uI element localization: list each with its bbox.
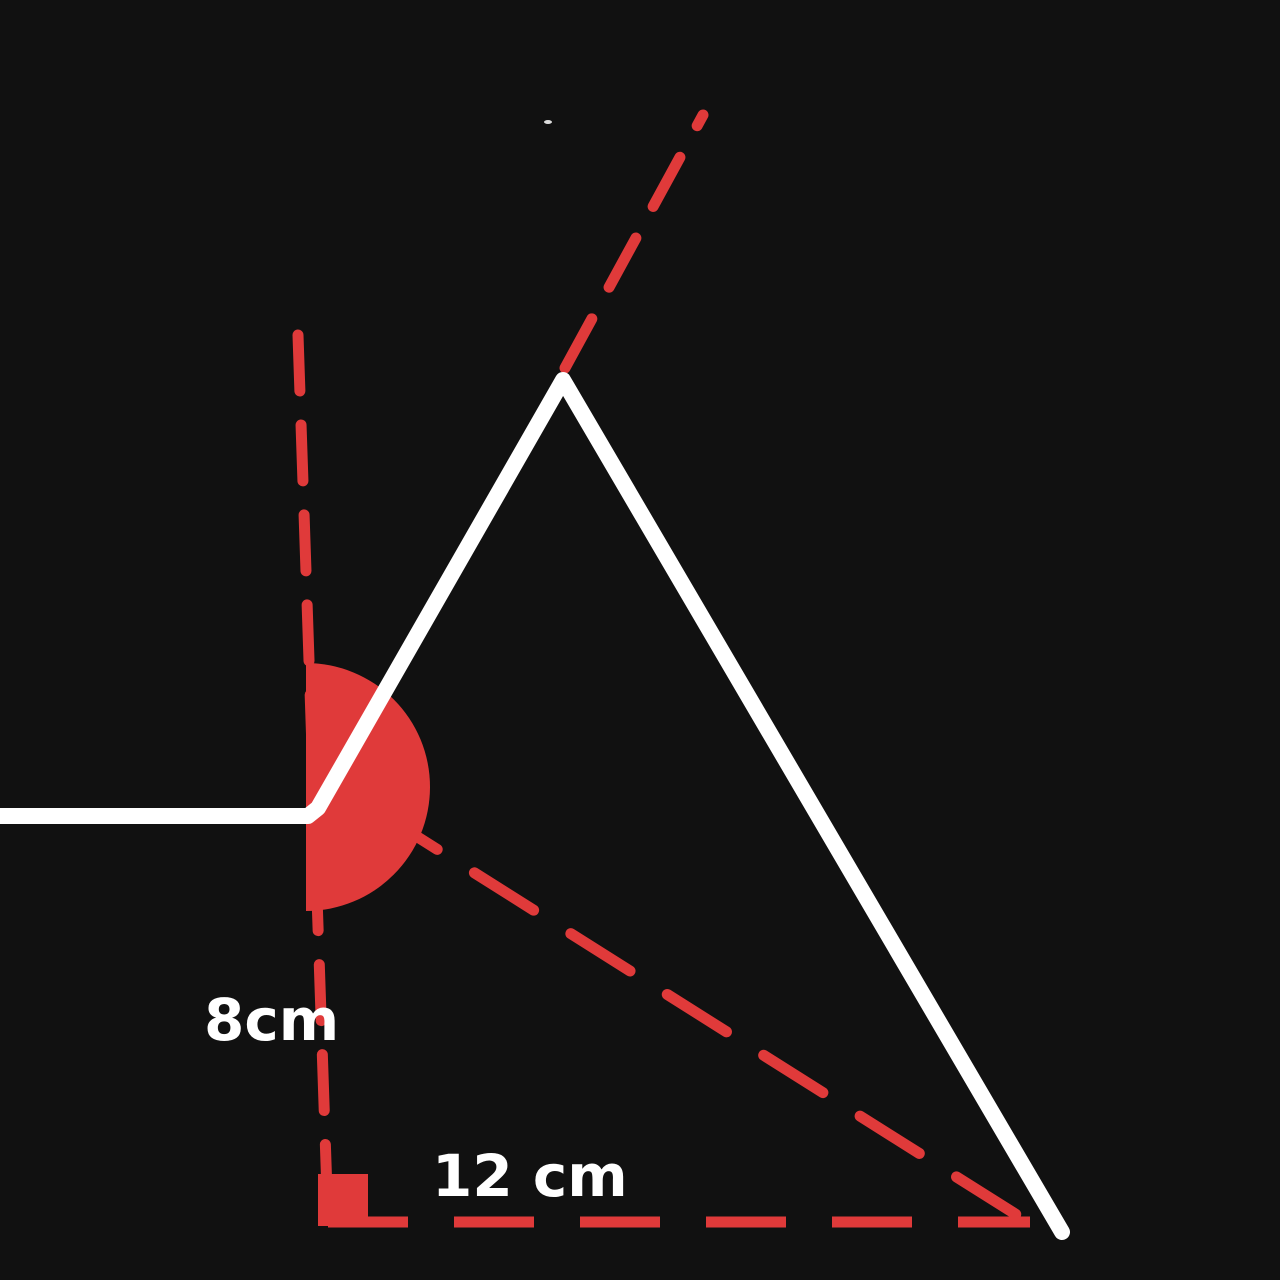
vertical-leg-label: 8cm — [204, 986, 339, 1054]
stray-mark — [544, 120, 552, 124]
vertical-dashed-line — [292, 329, 334, 1228]
white-path — [0, 372, 1070, 1240]
right-angle-marker — [318, 1174, 368, 1226]
angle-arc — [306, 663, 430, 911]
horizontal-leg-label: 12 cm — [432, 1142, 628, 1210]
hypotenuse-dashed-line — [372, 806, 1034, 1228]
extension-dashed-line — [559, 109, 709, 374]
